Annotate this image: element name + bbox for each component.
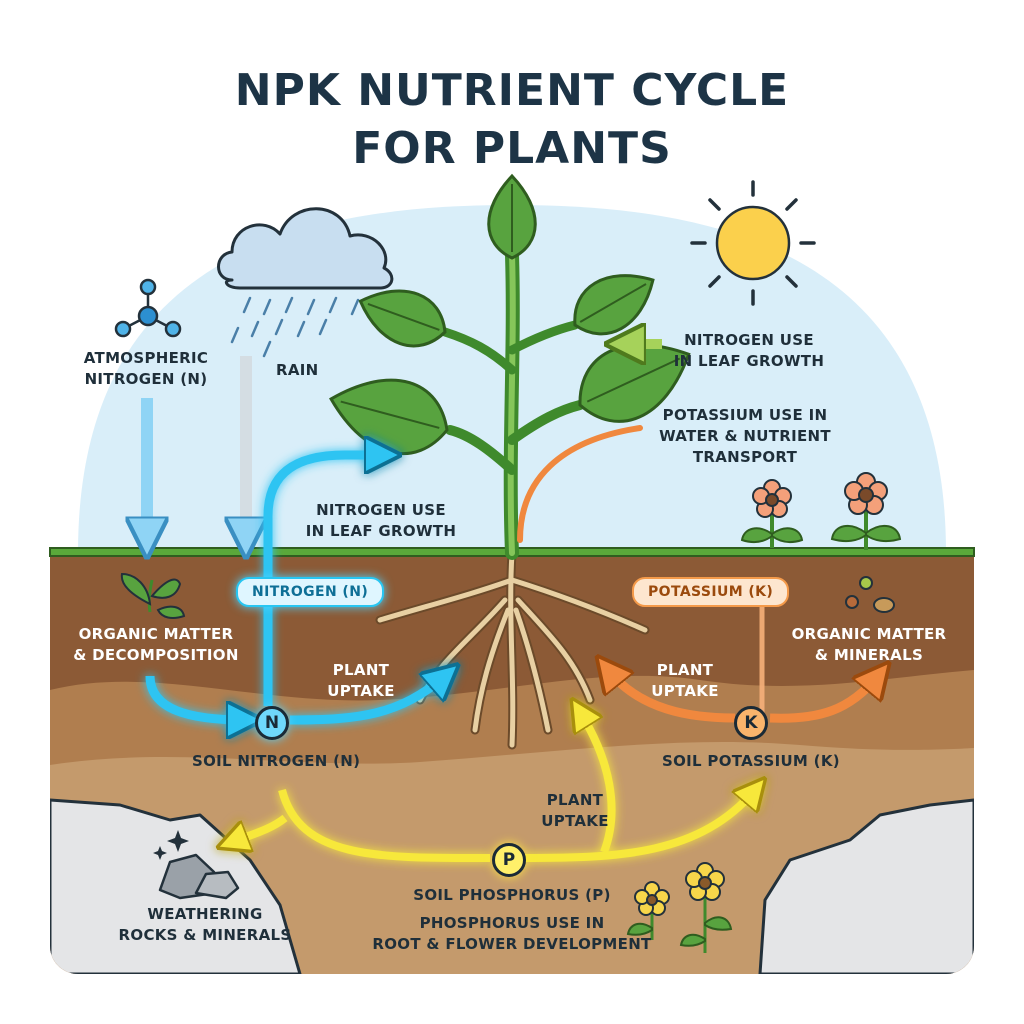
rocks-icon [158,853,240,900]
label-phosphorus-use: PHOSPHORUS USE IN ROOT & FLOWER DEVELOPM… [352,913,672,955]
label-line: ROOT & FLOWER DEVELOPMENT [372,935,652,953]
label-potassium-use: POTASSIUM USE IN WATER & NUTRIENT TRANSP… [650,405,840,468]
decomposition-arrow [145,675,245,720]
potassium-tag: POTASSIUM (K) [632,577,790,607]
phosphorus-uptake-arrow [580,712,616,854]
title-line-1: NPK NUTRIENT CYCLE [234,65,790,116]
label-line: PLANT [546,791,604,809]
label-line: NITROGEN (N) [84,370,208,388]
label-organic-matter-decomposition: ORGANIC MATTER & DECOMPOSITION [56,624,256,666]
label-line: ATMOSPHERIC [83,349,209,367]
label-nitrogen-use-leaf-left: NITROGEN USE IN LEAF GROWTH [296,500,466,542]
label-line: NITROGEN USE [684,331,814,349]
label-organic-matter-minerals: ORGANIC MATTER & MINERALS [784,624,954,666]
node-phosphorus: P [492,843,526,877]
soil-layers [50,553,974,974]
label-line: UPTAKE [651,682,719,700]
minerals-icon [845,576,895,613]
rock-layer-right [758,798,974,974]
label-line: ORGANIC MATTER [78,625,234,643]
potassium-plant-line [517,425,643,543]
label-line: WEATHERING [147,905,263,923]
potassium-uptake-arrow [608,670,736,723]
label-line: PHOSPHORUS USE IN [419,914,605,932]
phosphorus-loop-right [523,790,755,862]
flower-icon-right-2 [830,472,902,550]
label-line: TRANSPORT [692,448,798,466]
label-plant-uptake-left: PLANT UPTAKE [316,660,406,702]
leaf-right-small [573,274,655,336]
label-plant-uptake-right: PLANT UPTAKE [640,660,730,702]
sparkle-icon [153,830,189,860]
node-nitrogen: N [255,706,289,740]
molecule-icon [114,278,182,338]
label-line: NITROGEN USE [316,501,446,519]
sun-icon [690,180,816,306]
weathering-arrow [232,814,288,842]
label-soil-nitrogen: SOIL NITROGEN (N) [192,752,361,770]
label-line: UPTAKE [327,682,395,700]
label-soil-phosphorus: SOIL PHOSPHORUS (P) [413,886,611,904]
label-line: & MINERALS [814,646,924,664]
cloud-icon [217,207,394,290]
nitrogen-leaf-arrow [263,455,383,706]
label-line: ORGANIC MATTER [791,625,947,643]
label-line: PLANT [656,661,714,679]
label-atmospheric-nitrogen: ATMOSPHERIC NITROGEN (N) [66,348,226,390]
label-line: PLANT [332,661,390,679]
flower-icon-bottom-1 [626,881,670,940]
label-line: ROCKS & MINERALS [118,926,292,944]
flower-icon-bottom-2 [679,862,733,953]
plant-icon [329,173,691,560]
leaf-left-small [358,289,447,348]
label-line: IN LEAF GROWTH [673,352,825,370]
leaf-left-large [329,378,449,456]
phosphorus-loop-left [278,788,491,863]
page-title: NPK NUTRIENT CYCLE FOR PLANTS [0,62,1024,178]
rain-drops [230,296,360,358]
title-line-2: FOR PLANTS [352,123,672,174]
label-weathering: WEATHERING ROCKS & MINERALS [110,904,300,946]
label-line: POTASSIUM USE IN [662,406,828,424]
potassium-minerals-arrow [769,676,878,723]
nitrogen-tag: NITROGEN (N) [236,577,385,607]
label-rain: RAIN [276,361,319,379]
flower-icon-right-1 [740,479,804,548]
leaf-top [487,173,537,260]
sprout-icon [120,572,186,619]
node-potassium: K [734,706,768,740]
label-line: UPTAKE [541,812,609,830]
label-nitrogen-use-leaf-right: NITROGEN USE IN LEAF GROWTH [664,330,834,372]
label-line: & DECOMPOSITION [73,646,239,664]
label-plant-uptake-center: PLANT UPTAKE [530,790,620,832]
label-line: IN LEAF GROWTH [305,522,457,540]
label-soil-potassium: SOIL POTASSIUM (K) [662,752,840,770]
label-line: WATER & NUTRIENT [659,427,831,445]
nitrogen-uptake-arrow [289,676,445,725]
